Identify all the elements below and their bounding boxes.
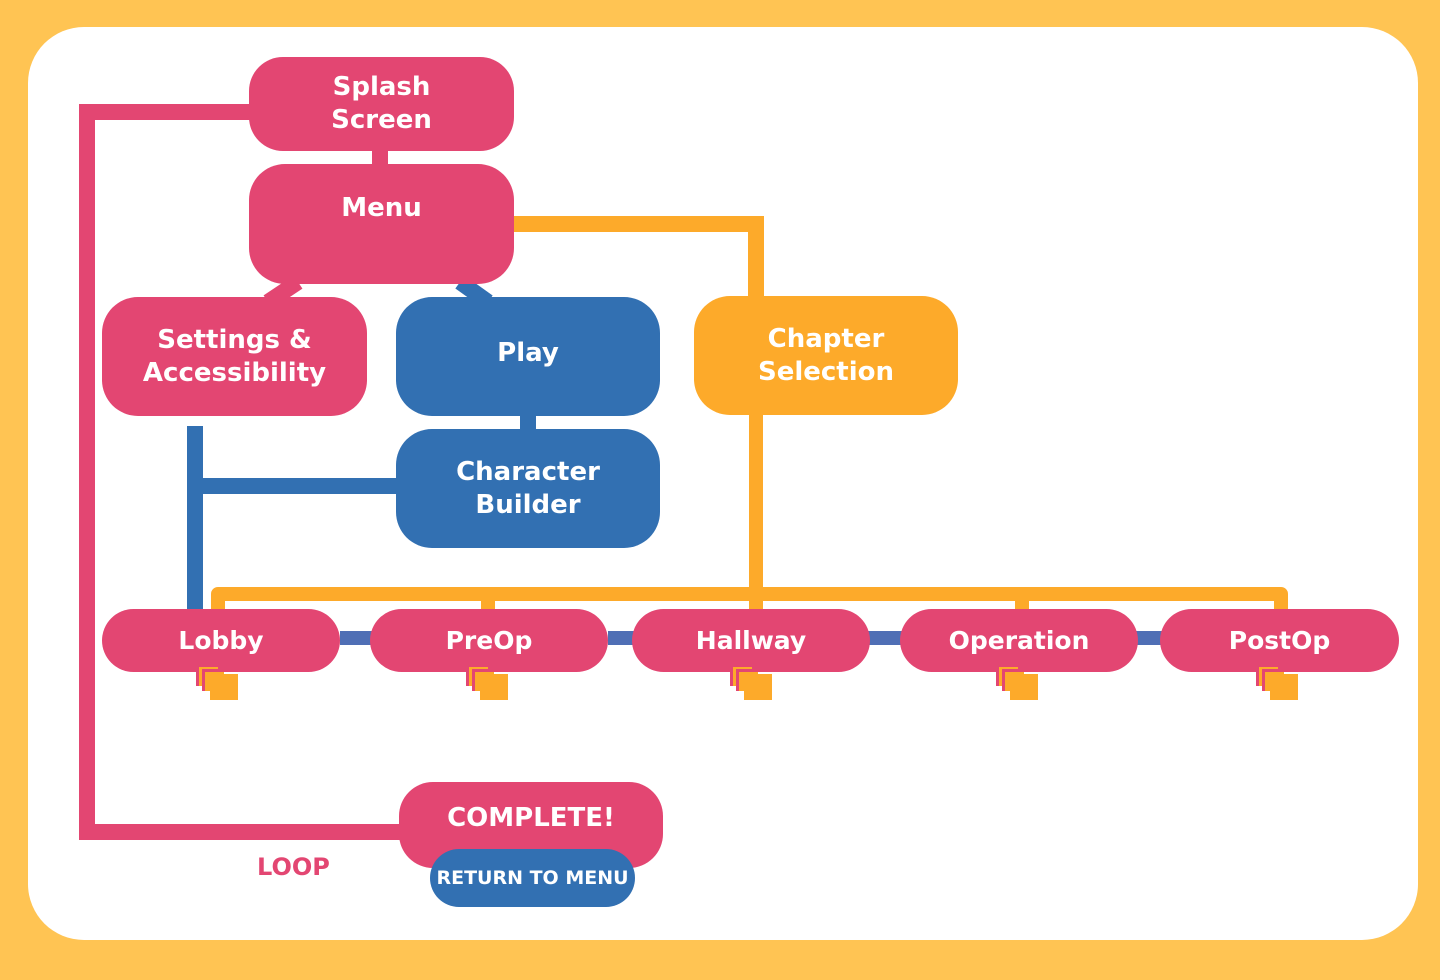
play-label: Play bbox=[497, 338, 559, 368]
menu-label: Menu bbox=[341, 193, 422, 223]
preop-pages-stack-icon bbox=[466, 664, 516, 700]
chapter-selection-line-1: Chapter bbox=[767, 323, 885, 354]
return-to-menu-label: RETURN TO MENU bbox=[436, 866, 629, 889]
return-to-menu-button[interactable]: RETURN TO MENU bbox=[430, 849, 635, 907]
settings-accessibility-node[interactable]: Settings & Accessibility bbox=[102, 297, 367, 416]
character-builder-line-1: Character bbox=[456, 456, 600, 487]
chapter-bus bbox=[211, 587, 1288, 612]
postop-pages-stack-icon bbox=[1256, 664, 1306, 700]
menu-chapter-connector bbox=[512, 216, 764, 300]
settings-line-2: Accessibility bbox=[142, 357, 327, 388]
splash-screen-line-2: Screen bbox=[331, 105, 432, 135]
splash-screen-line-1: Splash bbox=[332, 72, 431, 102]
play-node[interactable]: Play bbox=[396, 297, 660, 416]
chapter-postop-label: PostOp bbox=[1228, 626, 1331, 655]
complete-label: COMPLETE! bbox=[447, 803, 615, 833]
menu-node[interactable]: Menu bbox=[249, 164, 514, 284]
chapter-operation-node[interactable]: Operation bbox=[900, 609, 1138, 672]
chapter-preop-label: PreOp bbox=[445, 626, 533, 655]
settings-line-1: Settings & bbox=[157, 324, 312, 355]
chapter-preop-node[interactable]: PreOp bbox=[370, 609, 608, 672]
chapter-selection-node[interactable]: Chapter Selection bbox=[694, 296, 958, 415]
character-builder-line-2: Builder bbox=[475, 489, 581, 520]
chapter-hallway-node[interactable]: Hallway bbox=[632, 609, 870, 672]
loop-connector bbox=[79, 104, 400, 840]
loop-label: LOOP bbox=[257, 853, 330, 881]
hallway-pages-stack-icon bbox=[730, 664, 780, 700]
chapter-selection-line-2: Selection bbox=[757, 356, 895, 387]
chapter-lobby-node[interactable]: Lobby bbox=[102, 609, 340, 672]
lobby-pages-stack-icon bbox=[196, 664, 246, 700]
chapter-postop-node[interactable]: PostOp bbox=[1160, 609, 1399, 672]
operation-pages-stack-icon bbox=[996, 664, 1046, 700]
splash-screen-node[interactable]: Splash Screen bbox=[249, 57, 514, 151]
chapter-operation-label: Operation bbox=[948, 626, 1090, 655]
character-builder-node[interactable]: Character Builder bbox=[396, 429, 660, 548]
chapter-lobby-label: Lobby bbox=[178, 626, 264, 655]
chapter-hallway-label: Hallway bbox=[695, 626, 807, 655]
